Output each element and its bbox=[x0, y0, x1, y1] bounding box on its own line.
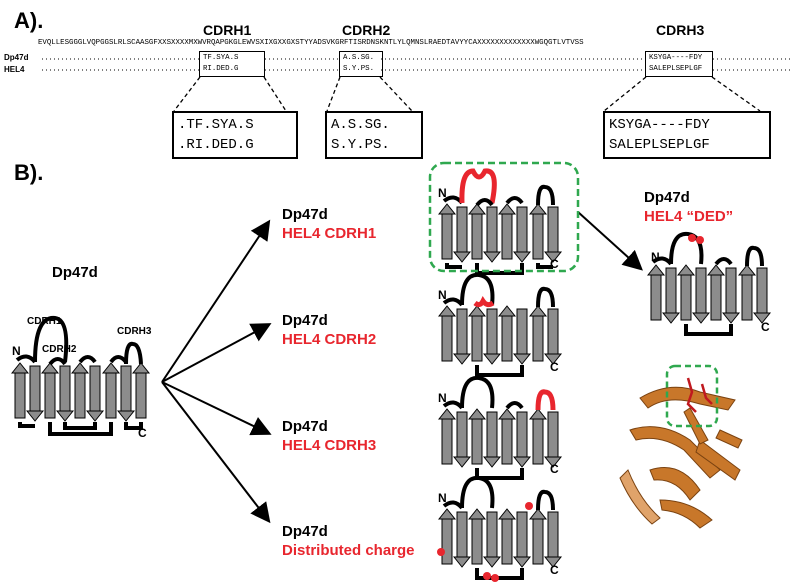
derived-sub: HEL4 “DED” bbox=[644, 208, 734, 225]
variant-4-sub: Distributed charge bbox=[282, 542, 415, 559]
v1-c: C bbox=[550, 257, 559, 271]
cdrh1-header: CDRH1 bbox=[203, 22, 252, 38]
consensus-sequence: EVQLLESGGGLVQPGGSLRLSCAASGFXXSXXXXMXWVRQ… bbox=[38, 39, 584, 47]
variant-2-name: Dp47d bbox=[282, 312, 328, 329]
row-label-dp47d: Dp47d bbox=[4, 53, 29, 62]
v3-n: N bbox=[438, 391, 447, 405]
small-box-h2: A.S.SG.S.Y.PS. bbox=[339, 51, 383, 77]
zoom-box-h1: .TF.SYA.S.RI.DED.G bbox=[172, 111, 298, 159]
ribbon-structure bbox=[619, 386, 743, 529]
v4-n: N bbox=[438, 491, 447, 505]
loop-label-cdrh3: CDRH3 bbox=[117, 326, 152, 337]
source-topology bbox=[11, 315, 150, 436]
variant-cdrh3-topology bbox=[438, 375, 562, 480]
highlight-box-ribbon bbox=[665, 364, 719, 428]
v3-c: C bbox=[550, 462, 559, 476]
derived-c: C bbox=[761, 320, 770, 334]
ribbon-sidechain bbox=[686, 377, 713, 413]
variant-distributed-topology bbox=[437, 475, 562, 582]
row-label-hel4: HEL4 bbox=[4, 65, 25, 74]
variant-1-name: Dp47d bbox=[282, 206, 328, 223]
zoom-box-h2: A.S.SG.S.Y.PS. bbox=[325, 111, 423, 159]
derived-n: N bbox=[651, 250, 660, 264]
source-name: Dp47d bbox=[52, 264, 98, 281]
cdrh2-header: CDRH2 bbox=[342, 22, 391, 38]
variant-4-name: Dp47d bbox=[282, 523, 328, 540]
fan-arrows bbox=[161, 211, 643, 524]
v2-n: N bbox=[438, 288, 447, 302]
variant-3-name: Dp47d bbox=[282, 418, 328, 435]
variant-2-sub: HEL4 CDRH2 bbox=[282, 331, 377, 348]
panel-a-label: A). bbox=[14, 8, 44, 33]
derived-topology bbox=[647, 231, 771, 336]
cdrh3-header: CDRH3 bbox=[656, 22, 705, 38]
variant-3-sub: HEL4 CDRH3 bbox=[282, 437, 377, 454]
variant-1-sub: HEL4 CDRH1 bbox=[282, 225, 377, 242]
derived-name: Dp47d bbox=[644, 189, 690, 206]
loop-label-cdrh1: CDRH1 bbox=[27, 316, 62, 327]
variant-cdrh2-topology bbox=[438, 272, 562, 377]
v4-c: C bbox=[550, 563, 559, 577]
source-n-terminus: N bbox=[12, 344, 21, 358]
source-c-terminus: C bbox=[138, 426, 147, 440]
variant-cdrh1-topology bbox=[438, 168, 562, 275]
panel-b-label: B). bbox=[14, 160, 44, 185]
highlight-box-cdrh1 bbox=[428, 161, 580, 273]
v2-c: C bbox=[550, 360, 559, 374]
loop-label-cdrh2: CDRH2 bbox=[42, 344, 77, 355]
v1-n: N bbox=[438, 186, 447, 200]
